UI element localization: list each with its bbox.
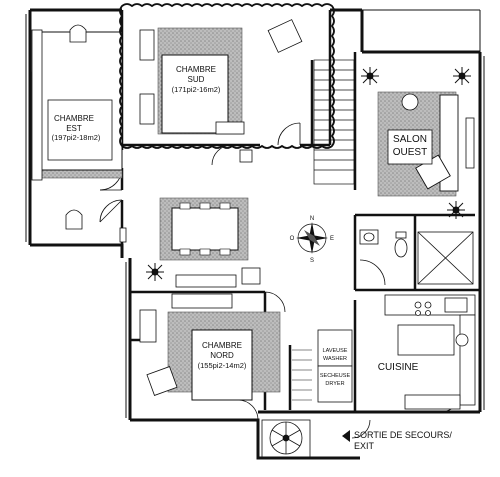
cuisine: CUISINE [378,294,476,410]
kitchen-island [397,324,455,356]
bathroom [359,229,474,285]
plant-icon [453,67,471,85]
exit-arrow-icon [342,430,350,442]
chambre-sud-area: (171pi2-16m2) [172,85,221,94]
bed-sud [161,54,229,134]
compass-rose: N S O E [290,216,334,264]
chambre-nord-name2: NORD [210,351,234,360]
chambre-sud-name: CHAMBRE [176,65,216,74]
plant-icon [146,263,164,281]
chambre-sud: CHAMBRE SUD (171pi2-16m2) [139,19,303,135]
exit-label-line2: EXIT [354,441,375,451]
plant-icon [361,67,379,85]
toilet [395,231,407,239]
compass-o: O [290,236,295,242]
cuisine-name: CUISINE [378,362,419,373]
washer [317,329,353,367]
bed-nord [191,329,253,401]
salon-ouest: SALON OUEST [361,67,475,219]
chambre-sud-name2: SUD [188,75,205,84]
chambre-est: CHAMBRE EST (197pi2-18m2) [31,24,123,230]
closet-est [31,29,43,181]
chambre-est-area: (197pi2-18m2) [52,133,101,142]
chambre-nord-name: CHAMBRE [202,341,242,350]
dining-area [159,197,249,261]
laveuse-label: LAVEUSE [323,348,348,354]
dryer-label: DRYER [325,381,344,387]
washer-label: WASHER [323,356,347,362]
laundry: LAVEUSE WASHER SECHEUSE DRYER [292,329,353,403]
dining-table [171,207,239,251]
chambre-nord-area: (155pi2-14m2) [198,361,247,370]
interior-walls [120,10,480,412]
entry-furniture [119,149,253,288]
salon-ouest-name: SALON [393,134,427,145]
spiral-stair [261,419,311,459]
compass-e: E [330,236,334,242]
salon-ouest-name2: OUEST [393,147,427,158]
chambre-nord: CHAMBRE NORD (155pi2-14m2) [139,267,281,401]
stairs-hall [313,59,355,185]
plant-icon [447,201,465,219]
chambre-est-name2: EST [66,124,82,133]
exit-label-line1: SORTIE DE SECOURS/ [354,430,452,440]
compass-s: S [310,258,314,264]
highlight-border [119,3,335,149]
dryer [317,365,353,403]
compass-n: N [310,216,314,222]
counter-right [459,314,476,406]
chambre-est-name: CHAMBRE [54,114,94,123]
secheuse-label: SECHEUSE [320,373,351,379]
